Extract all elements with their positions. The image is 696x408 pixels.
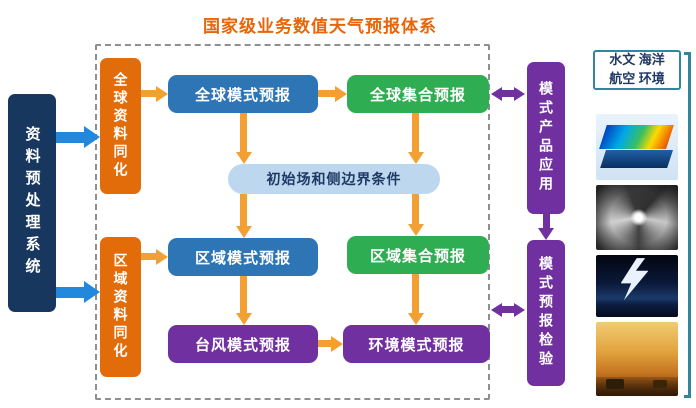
- arrow-preprocess-to-regional-assim: [56, 287, 86, 298]
- node-global-data-assimilation: 全球资料同化: [100, 58, 141, 194]
- arrow-product-to-verification-head: [538, 228, 554, 240]
- image-lightning-storm: [596, 255, 678, 317]
- arrow-core-product-left-head: [491, 87, 502, 101]
- node-model-forecast-verification: 模式预报检验: [527, 240, 565, 386]
- arrow-typhoon-to-environment: [318, 340, 331, 347]
- arrow-global-model-to-initial: [240, 113, 247, 152]
- arrow-initial-to-regional-ensemble-head: [408, 224, 424, 236]
- node-environment-model-forecast: 环境模式预报: [343, 325, 490, 363]
- arrow-core-verification-right-head: [514, 303, 525, 317]
- node-regional-ensemble-forecast: 区域集合预报: [347, 236, 489, 274]
- arrow-core-to-product-application: [502, 90, 514, 97]
- application-fields-line1: 水文 海洋: [609, 52, 665, 68]
- arrow-global-assim-to-global-model: [141, 90, 156, 97]
- arrow-global-ensemble-to-initial-head: [408, 152, 424, 164]
- arrow-global-ensemble-to-initial: [412, 113, 419, 152]
- dust-storm-vehicle-2: [653, 379, 667, 388]
- viz-front-face: [600, 149, 674, 169]
- node-initial-boundary-conditions: 初始场和侧边界条件: [228, 164, 440, 194]
- image-typhoon-satellite: [596, 185, 678, 250]
- node-model-product-application: 模式产品应用: [527, 62, 565, 214]
- arrow-global-assim-to-global-model-head: [156, 86, 168, 102]
- viz-surface: [599, 124, 675, 149]
- application-fields-line2: 航空 环境: [609, 71, 665, 86]
- arrow-initial-to-regional-model-head: [236, 226, 252, 238]
- right-bracket: [684, 52, 691, 398]
- node-typhoon-model-forecast: 台风模式预报: [168, 325, 318, 363]
- arrow-regional-model-to-typhoon: [240, 276, 247, 313]
- arrow-regional-model-to-typhoon-head: [236, 313, 252, 325]
- arrow-regional-ensemble-to-environment-head: [408, 313, 424, 325]
- node-regional-model-forecast: 区域模式预报: [168, 238, 318, 276]
- lightning-bolt-icon: [620, 258, 649, 301]
- arrow-core-product-right-head: [514, 87, 525, 101]
- node-global-ensemble-forecast: 全球集合预报: [347, 75, 489, 113]
- arrow-preprocess-to-global-assim-head: [84, 126, 100, 148]
- forecast-core-dashed-frame: [95, 44, 490, 400]
- arrow-typhoon-to-environment-head: [331, 336, 343, 352]
- arrow-regional-assim-to-regional-model: [141, 253, 156, 260]
- node-regional-data-assimilation: 区域资料同化: [100, 237, 141, 377]
- application-fields-box: 水文 海洋 航空 环境: [593, 50, 681, 90]
- arrow-preprocess-to-global-assim: [56, 132, 86, 143]
- arrow-core-to-forecast-verification: [502, 306, 514, 313]
- diagram-title: 国家级业务数值天气预报体系: [203, 17, 437, 36]
- arrow-regional-ensemble-to-environment: [412, 274, 419, 313]
- node-data-preprocessing-system: 资料预处理系统: [8, 94, 56, 312]
- arrow-global-model-to-global-ensemble-head: [335, 86, 347, 102]
- arrow-global-model-to-initial-head: [236, 152, 252, 164]
- dust-storm-vehicle: [605, 378, 624, 390]
- arrow-preprocess-to-regional-assim-head: [84, 281, 100, 303]
- arrow-initial-to-regional-ensemble: [412, 194, 419, 224]
- arrow-global-model-to-global-ensemble: [318, 90, 335, 97]
- arrow-regional-assim-to-regional-model-head: [156, 249, 168, 265]
- arrow-initial-to-regional-model: [240, 194, 247, 226]
- arrow-product-to-verification: [543, 214, 550, 229]
- arrow-core-verification-left-head: [491, 303, 502, 317]
- image-ocean-3d-visualization: [596, 114, 678, 180]
- image-dust-storm: [596, 322, 678, 396]
- node-global-model-forecast: 全球模式预报: [168, 75, 318, 113]
